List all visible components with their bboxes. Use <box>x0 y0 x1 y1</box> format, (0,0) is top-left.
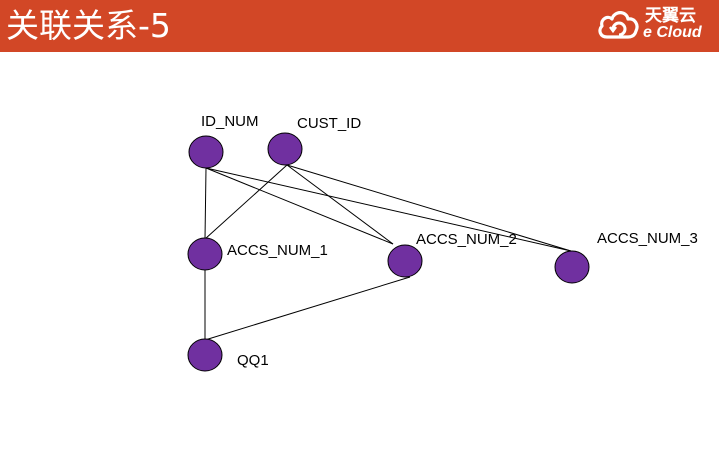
node-accs_num_3 <box>554 250 590 284</box>
diagram-edges <box>204 164 572 341</box>
slide-title: 关联关系-5 <box>6 6 171 45</box>
edge-cust_id-accs_num_3 <box>286 164 572 252</box>
node-label-accs_num_2: ACCS_NUM_2 <box>416 231 517 248</box>
brand-logo: 天翼云 e Cloud <box>597 4 709 46</box>
node-label-accs_num_1: ACCS_NUM_1 <box>227 242 328 259</box>
edge-id_num-accs_num_3 <box>205 167 572 252</box>
edge-accs_num_2-qq1 <box>204 276 411 341</box>
edge-cust_id-accs_num_1 <box>204 164 288 240</box>
diagram-labels: ID_NUM CUST_ID ACCS_NUM_1 ACCS_NUM_2 ACCS_NU… <box>201 113 698 369</box>
node-accs_num_1 <box>187 237 223 271</box>
logo-chinese-text: 天翼云 <box>645 6 696 26</box>
edge-id_num-accs_num_2 <box>205 167 394 245</box>
node-label-accs_num_3: ACCS_NUM_3 <box>597 230 698 247</box>
node-cust_id <box>267 132 303 166</box>
logo-english-text: e Cloud <box>643 24 702 41</box>
diagram-nodes <box>187 132 590 372</box>
edge-cust_id-accs_num_2 <box>286 164 394 245</box>
node-accs_num_2 <box>387 244 423 278</box>
cloud-icon <box>598 11 639 39</box>
node-label-qq1: QQ1 <box>237 352 269 369</box>
slide-header: 关联关系-5 天翼云 e Cloud <box>0 0 719 52</box>
node-qq1 <box>187 338 223 372</box>
node-label-cust_id: CUST_ID <box>297 115 361 132</box>
node-id_num <box>188 135 224 169</box>
node-label-id_num: ID_NUM <box>201 113 259 130</box>
edge-id_num-accs_num_1 <box>204 167 207 240</box>
